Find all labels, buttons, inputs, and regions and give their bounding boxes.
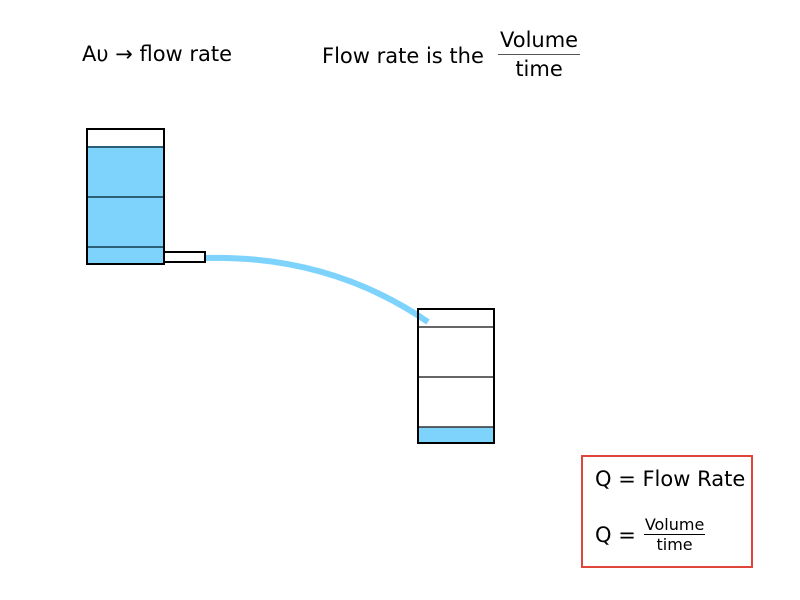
q-equals-volume-over-time: Q = Volume time [595,515,706,554]
fraction-denominator: time [656,535,693,554]
volume-over-time-fraction: Volume time [498,28,581,81]
water-stream [205,254,430,325]
lower-tank [417,308,495,444]
fraction-numerator: Volume [643,515,706,535]
upper-tank-water [87,147,164,264]
definition-box: Q = Flow Rate Q = Volume time [581,455,753,568]
a-v-flow-rate-label: Aυ → flow rate [82,42,233,66]
fraction-numerator: Volume [498,28,581,55]
flow-rate-definition-text: Flow rate is the [322,44,484,68]
q-equals-label: Q = [595,522,636,547]
lower-tank-water [418,426,494,443]
outlet-pipe [163,251,206,263]
fraction-denominator: time [515,57,563,81]
upper-tank [86,128,165,265]
upper-tank-outline [86,128,165,265]
q-equals-flow-rate: Q = Flow Rate [595,467,746,491]
lower-tank-outline [417,308,495,444]
volume-time-fraction: Volume time [643,515,706,554]
